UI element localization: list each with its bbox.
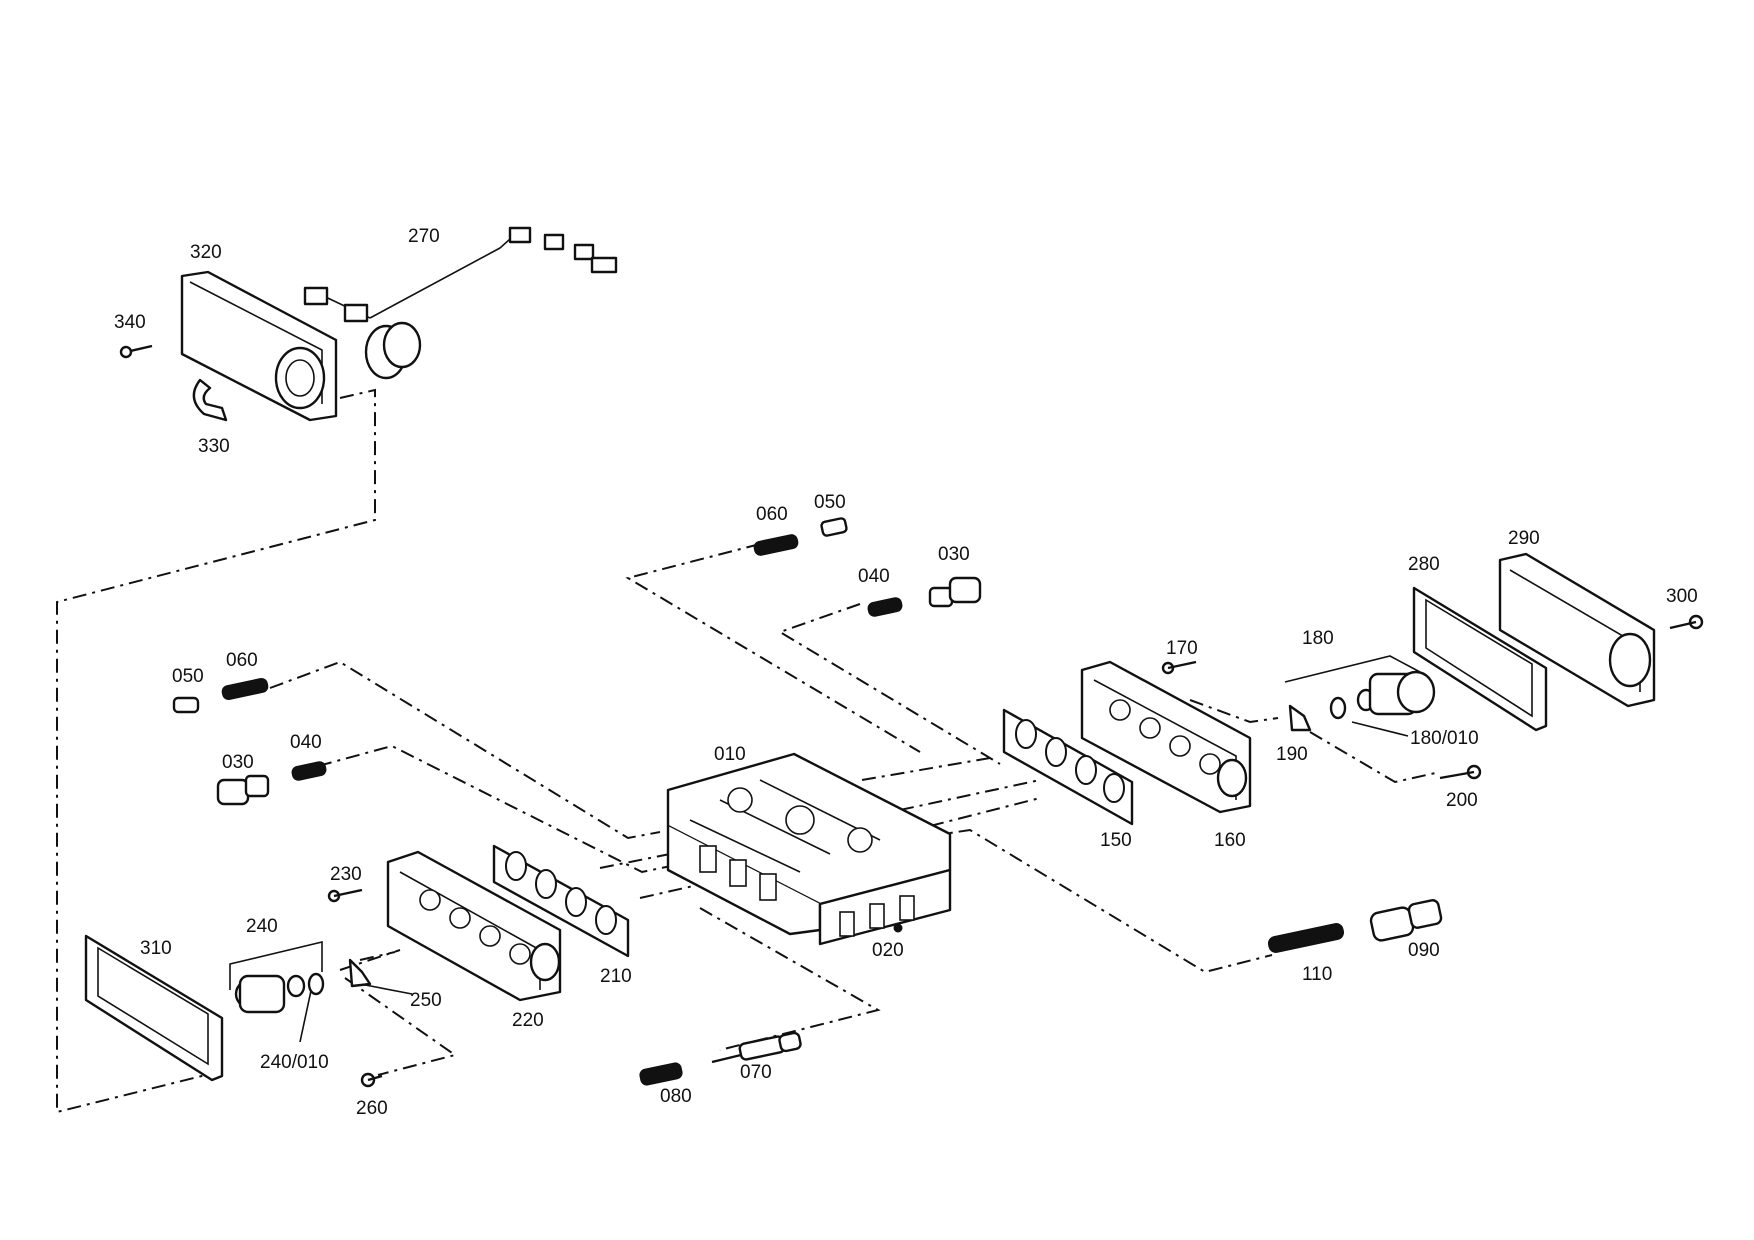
label-230: 230 xyxy=(330,864,362,885)
label-280: 280 xyxy=(1408,554,1440,575)
part-050-right-plug xyxy=(820,517,848,537)
part-020-ball xyxy=(893,923,903,933)
label-080: 080 xyxy=(660,1086,692,1107)
label-020: 020 xyxy=(872,940,904,961)
part-070-valve-pin xyxy=(711,1031,802,1064)
label-090: 090 xyxy=(1408,940,1440,961)
label-330: 330 xyxy=(198,436,230,457)
part-060-left-spring xyxy=(221,677,269,701)
part-030-right-valve xyxy=(928,576,982,608)
label-050-left: 050 xyxy=(172,666,204,687)
part-040-right-spring xyxy=(867,597,903,617)
part-050-left-plug xyxy=(172,696,200,714)
part-150-gasket xyxy=(1002,708,1134,826)
part-220-valve-housing xyxy=(386,850,562,1002)
part-240-solenoid xyxy=(234,974,306,1014)
label-190: 190 xyxy=(1276,744,1308,765)
label-270: 270 xyxy=(408,226,440,247)
leader-lines xyxy=(56,388,1441,1114)
label-290: 290 xyxy=(1508,528,1540,549)
part-290-cover xyxy=(1498,552,1656,708)
label-180-010: 180/010 xyxy=(1410,728,1479,749)
part-030-left-valve xyxy=(216,774,270,806)
part-010-valve-body xyxy=(666,752,952,946)
leader-320-310 xyxy=(56,388,376,1114)
label-160: 160 xyxy=(1214,830,1246,851)
label-150: 150 xyxy=(1100,830,1132,851)
leader-060-left xyxy=(269,660,661,840)
label-070: 070 xyxy=(740,1062,772,1083)
part-280-gasket xyxy=(1412,586,1548,732)
label-200: 200 xyxy=(1446,790,1478,811)
label-060-left: 060 xyxy=(226,650,258,671)
label-050-right: 050 xyxy=(814,492,846,513)
leader-040-right xyxy=(777,603,1001,765)
part-180-010-oring xyxy=(1329,696,1347,720)
part-260-screw xyxy=(360,1072,383,1088)
leader-body-150-a xyxy=(861,757,991,781)
leader-body-080 xyxy=(699,907,881,1051)
part-170-screw xyxy=(1161,660,1197,675)
leader-body-150-c xyxy=(929,797,1041,827)
leader-190-200 xyxy=(1309,731,1441,784)
part-090-valve xyxy=(1369,899,1443,942)
label-320: 320 xyxy=(190,242,222,263)
label-240: 240 xyxy=(246,916,278,937)
label-340: 340 xyxy=(114,312,146,333)
pointer-240-bracket xyxy=(229,940,323,990)
part-190-clip xyxy=(1288,704,1312,732)
pointer-250 xyxy=(359,983,413,995)
leader-body-150-b xyxy=(899,779,1041,811)
pointer-180-010 xyxy=(1351,721,1409,737)
pointer-180-bracket xyxy=(1284,655,1421,683)
part-040-left-spring xyxy=(291,761,327,781)
label-030-left: 030 xyxy=(222,752,254,773)
leader-260 xyxy=(344,977,458,1076)
part-340-screw xyxy=(119,344,153,359)
leader-body-110 xyxy=(929,828,1273,974)
part-080-spring xyxy=(639,1062,683,1086)
label-040-right: 040 xyxy=(858,566,890,587)
leader-160-190 xyxy=(1189,699,1279,724)
label-260: 260 xyxy=(356,1098,388,1119)
part-110-spring xyxy=(1267,923,1345,953)
part-230-screw xyxy=(327,888,363,903)
part-labels: 010 020 030 030 040 040 050 050 060 060 … xyxy=(114,226,1698,1119)
label-210: 210 xyxy=(600,966,632,987)
part-330-clip xyxy=(192,378,228,422)
label-010: 010 xyxy=(714,744,746,765)
label-030-right: 030 xyxy=(938,544,970,565)
label-060-right: 060 xyxy=(756,504,788,525)
leader-060-right xyxy=(625,543,921,753)
part-160-valve-housing xyxy=(1080,660,1252,814)
part-300-screw xyxy=(1669,614,1704,630)
label-300: 300 xyxy=(1666,586,1698,607)
part-320-cover xyxy=(180,270,338,422)
leader-040-left xyxy=(317,744,691,874)
label-170: 170 xyxy=(1166,638,1198,659)
part-200-screw xyxy=(1439,764,1482,780)
pointer-240-010 xyxy=(299,985,313,1043)
part-060-right-spring xyxy=(753,534,799,556)
part-310-gasket xyxy=(84,934,224,1082)
leader-250-220 xyxy=(359,951,396,961)
label-220: 220 xyxy=(512,1010,544,1031)
part-180-solenoid xyxy=(1356,670,1436,716)
label-pointer-lines xyxy=(229,655,1421,1043)
part-270-wiring-harness xyxy=(303,226,618,380)
part-240-010-oring xyxy=(307,972,325,996)
label-240-010: 240/010 xyxy=(260,1052,329,1073)
label-040-left: 040 xyxy=(290,732,322,753)
part-250-clip xyxy=(348,958,372,988)
label-110: 110 xyxy=(1302,964,1332,985)
label-250: 250 xyxy=(410,990,442,1011)
leader-210-body xyxy=(599,847,701,869)
part-210-gasket xyxy=(492,844,630,958)
label-310: 310 xyxy=(140,938,172,959)
label-180: 180 xyxy=(1302,628,1334,649)
